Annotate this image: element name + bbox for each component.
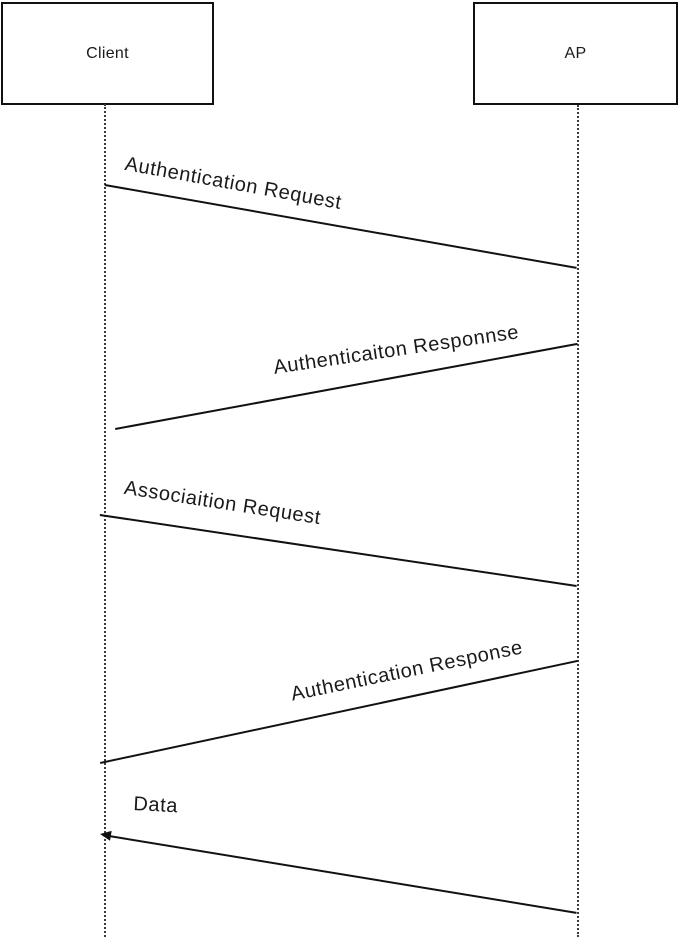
lifeline-client: [104, 104, 106, 937]
actor-box-ap: AP: [473, 2, 678, 105]
message-line-association-request: [99, 514, 577, 587]
lifeline-ap: [577, 105, 579, 937]
actor-label-ap: AP: [564, 44, 587, 62]
arrowhead-icon: [99, 829, 112, 841]
message-label-data: Data: [132, 793, 179, 818]
message-label-authentication-response-1: Authenticaiton Responnse: [272, 321, 521, 379]
message-line-data: [102, 834, 577, 914]
actor-box-client: Client: [1, 2, 214, 105]
actor-label-client: Client: [86, 44, 129, 62]
